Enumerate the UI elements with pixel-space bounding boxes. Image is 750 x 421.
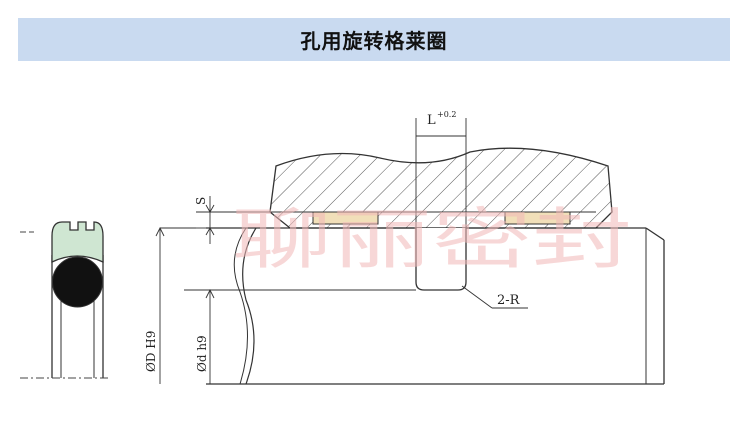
page-title: 孔用旋转格莱圈 bbox=[300, 29, 448, 53]
shaft bbox=[206, 227, 665, 385]
arrow bbox=[205, 204, 215, 213]
housing-hatched bbox=[269, 147, 613, 229]
glyd-ring bbox=[51, 221, 104, 264]
break-line bbox=[242, 227, 257, 385]
housing-section bbox=[269, 147, 613, 229]
dimensions: L +0.2 S ØD H9 Ød h9 2-R bbox=[144, 110, 528, 384]
o-ring bbox=[52, 256, 103, 308]
break-line bbox=[233, 227, 248, 385]
arrow bbox=[155, 226, 165, 237]
shaft-groove bbox=[415, 228, 467, 291]
section-height-label: S bbox=[194, 197, 208, 205]
shaft-chamfer bbox=[645, 227, 665, 241]
title-bar: 孔用旋转格莱圈 bbox=[18, 18, 730, 61]
groove-tolerance-label: +0.2 bbox=[437, 110, 456, 119]
rod-diameter-label: Ød h9 bbox=[195, 335, 209, 372]
seal-pad-right bbox=[504, 211, 571, 225]
arrow bbox=[205, 227, 215, 236]
groove-width-label: L bbox=[427, 113, 436, 128]
bore-diameter-label: ØD H9 bbox=[144, 331, 158, 372]
radius-leader bbox=[461, 285, 493, 309]
radius-label: 2-R bbox=[497, 293, 521, 308]
watermark-text: 聊丽密封 bbox=[232, 201, 632, 278]
seal-cross-section bbox=[20, 221, 110, 379]
arrow bbox=[205, 288, 215, 299]
seal-pad-left bbox=[312, 211, 379, 225]
